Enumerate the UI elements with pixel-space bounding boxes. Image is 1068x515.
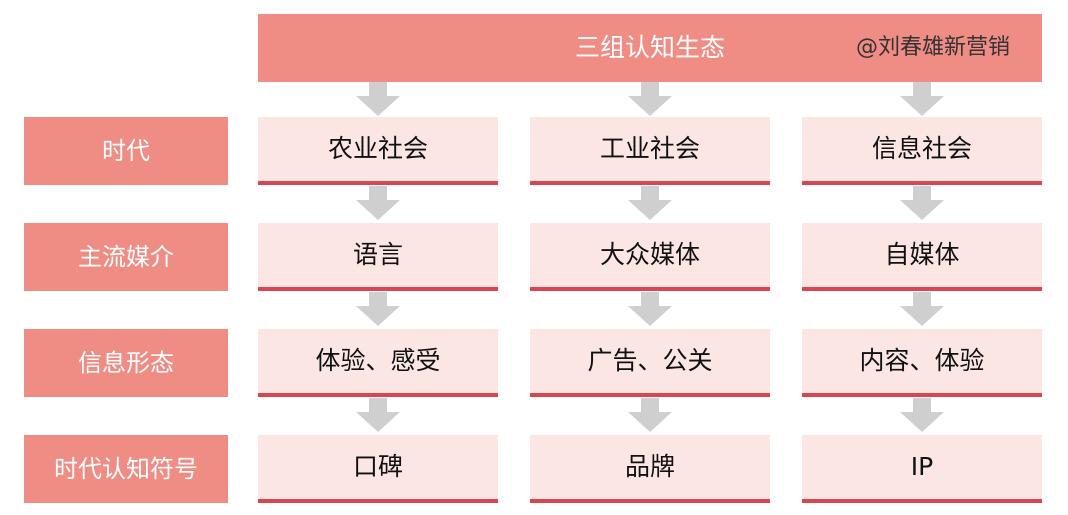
down-arrow-icon [628, 292, 672, 326]
diagram-header: 三组认知生态 @刘春雄新营销 [258, 14, 1042, 82]
cell-media-information: 自媒体 [802, 223, 1042, 291]
down-arrow-icon [900, 292, 944, 326]
cell-symbol-information: IP [802, 435, 1042, 503]
row-label-media: 主流媒介 [24, 223, 228, 291]
author-credit: @刘春雄新营销 [855, 35, 1010, 60]
down-arrow-icon [628, 398, 672, 432]
down-arrow-icon [628, 186, 672, 220]
down-arrow-icon [900, 82, 944, 116]
row-label-cognitive-symbol: 时代认知符号 [24, 435, 228, 503]
cell-media-industrial: 大众媒体 [530, 223, 770, 291]
cell-symbol-agricultural: 口碑 [258, 435, 498, 503]
cell-info-form-information: 内容、体验 [802, 329, 1042, 397]
down-arrow-icon [356, 186, 400, 220]
row-label-era: 时代 [24, 117, 228, 185]
diagram-title: 三组认知生态 [574, 33, 725, 62]
cell-info-form-agricultural: 体验、感受 [258, 329, 498, 397]
cell-era-information: 信息社会 [802, 117, 1042, 185]
down-arrow-icon [628, 82, 672, 116]
down-arrow-icon [900, 398, 944, 432]
cell-info-form-industrial: 广告、公关 [530, 329, 770, 397]
cell-era-industrial: 工业社会 [530, 117, 770, 185]
cell-era-agricultural: 农业社会 [258, 117, 498, 185]
down-arrow-icon [356, 82, 400, 116]
cell-symbol-industrial: 品牌 [530, 435, 770, 503]
cell-media-agricultural: 语言 [258, 223, 498, 291]
down-arrow-icon [900, 186, 944, 220]
down-arrow-icon [356, 398, 400, 432]
down-arrow-icon [356, 292, 400, 326]
row-label-info-form: 信息形态 [24, 329, 228, 397]
